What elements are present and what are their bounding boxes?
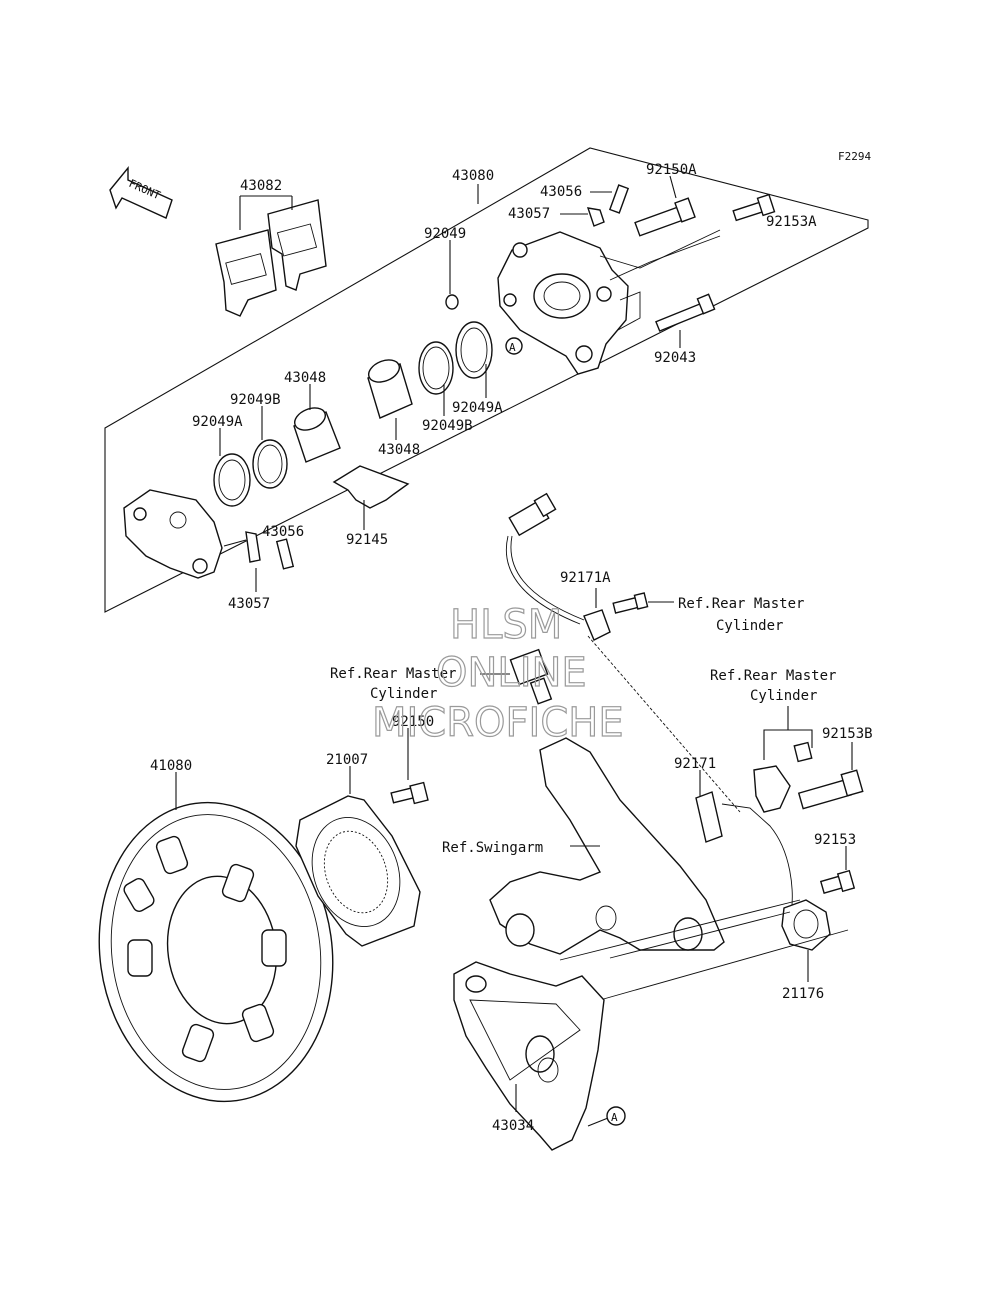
bolt-92153 — [819, 869, 856, 894]
callout-21007: 21007 — [326, 752, 368, 768]
seal-92049A-left — [213, 453, 251, 507]
callout-43057-bottom: 43057 — [228, 596, 270, 612]
callout-92049A-left: 92049A — [192, 414, 243, 430]
callout-92153B: 92153B — [822, 726, 873, 742]
callout-92150A: 92150A — [646, 162, 697, 178]
bolt-rear-master — [612, 592, 649, 614]
callout-21176: 21176 — [782, 986, 824, 1002]
abs-sensor-body — [509, 648, 553, 705]
abs-rotor-21007 — [295, 795, 421, 947]
diagram-code: F2294 — [838, 150, 871, 163]
ref-rear-master-2-line1: Ref.Rear Master — [330, 666, 456, 682]
bleed-valve-bottom — [275, 538, 295, 570]
watermark: HLSM ONLINE MICROFICHE — [371, 601, 624, 746]
callout-92171A: 92171A — [560, 570, 611, 586]
ref-rear-master-2-line2: Cylinder — [370, 686, 437, 702]
callout-92049: 92049 — [424, 226, 466, 242]
watermark-line3: MICROFICHE — [372, 700, 624, 746]
bleed-cap-bottom — [223, 531, 261, 563]
callout-92150: 92150 — [392, 714, 434, 730]
seal-92049A-right — [455, 321, 493, 379]
watermark-line2: ONLINE — [436, 650, 587, 696]
callout-43048-bottom: 43048 — [378, 442, 420, 458]
bleed-cap-top — [586, 207, 605, 227]
seal-92049B-right — [418, 341, 454, 395]
mark-a-top-label: A — [509, 341, 516, 354]
sensor-bracket — [753, 741, 813, 813]
seal-92049B-left — [252, 439, 288, 489]
sensor-clamp-92171A — [583, 609, 611, 641]
abs-sensor-21176 — [781, 899, 831, 951]
ref-swingarm: Ref.Swingarm — [442, 840, 543, 856]
callout-92153A: 92153A — [766, 214, 817, 230]
ref-rear-master-3-line1: Ref.Rear Master — [710, 668, 836, 684]
callout-92049B-right: 92049B — [422, 418, 473, 434]
mark-a-top — [505, 337, 523, 355]
ref-rear-master-3-line2: Cylinder — [750, 688, 817, 704]
caliper-body-inner — [123, 489, 223, 579]
bolt-92150A — [634, 197, 696, 237]
piston-43048-right — [367, 359, 413, 419]
front-direction-arrow-icon: FRONT — [109, 166, 173, 219]
callout-43056-bottom: 43056 — [262, 524, 304, 540]
watermark-line1: HLSM — [450, 602, 562, 648]
callout-43034: 43034 — [492, 1118, 534, 1134]
callout-43057-top: 43057 — [508, 206, 550, 222]
brake-disc-41080 — [98, 801, 334, 1103]
brake-pads — [215, 199, 327, 317]
caliper-bracket-43034 — [453, 961, 605, 1151]
caliper-assembly-frame — [104, 147, 869, 613]
callout-92049A-right: 92049A — [452, 400, 503, 416]
bolt-92150 — [390, 781, 429, 805]
abs-sensor-connector — [505, 492, 585, 625]
callout-43080: 43080 — [452, 168, 494, 184]
callout-92153: 92153 — [814, 832, 856, 848]
callout-92171: 92171 — [674, 756, 716, 772]
bleed-valve-top — [608, 184, 630, 214]
bolt-92153A — [732, 193, 776, 222]
sensor-clamp-92171 — [695, 791, 723, 843]
caliper-body-outer — [497, 231, 629, 375]
callout-43082: 43082 — [240, 178, 282, 194]
callout-92043: 92043 — [654, 350, 696, 366]
seal-92049 — [445, 294, 459, 310]
mark-a-bottom-label: A — [611, 1111, 618, 1124]
ref-rear-master-1-line2: Cylinder — [716, 618, 783, 634]
pad-spring-92145 — [332, 465, 410, 509]
pin-92043 — [655, 293, 716, 332]
callout-92049B-left: 92049B — [230, 392, 281, 408]
mark-a-bottom — [606, 1106, 626, 1126]
bolt-92153B — [797, 769, 864, 810]
callout-43056-top: 43056 — [540, 184, 582, 200]
callout-41080: 41080 — [150, 758, 192, 774]
ref-rear-master-1-line1: Ref.Rear Master — [678, 596, 804, 612]
callout-92145: 92145 — [346, 532, 388, 548]
piston-43048-left — [293, 407, 341, 463]
callout-43048-top: 43048 — [284, 370, 326, 386]
